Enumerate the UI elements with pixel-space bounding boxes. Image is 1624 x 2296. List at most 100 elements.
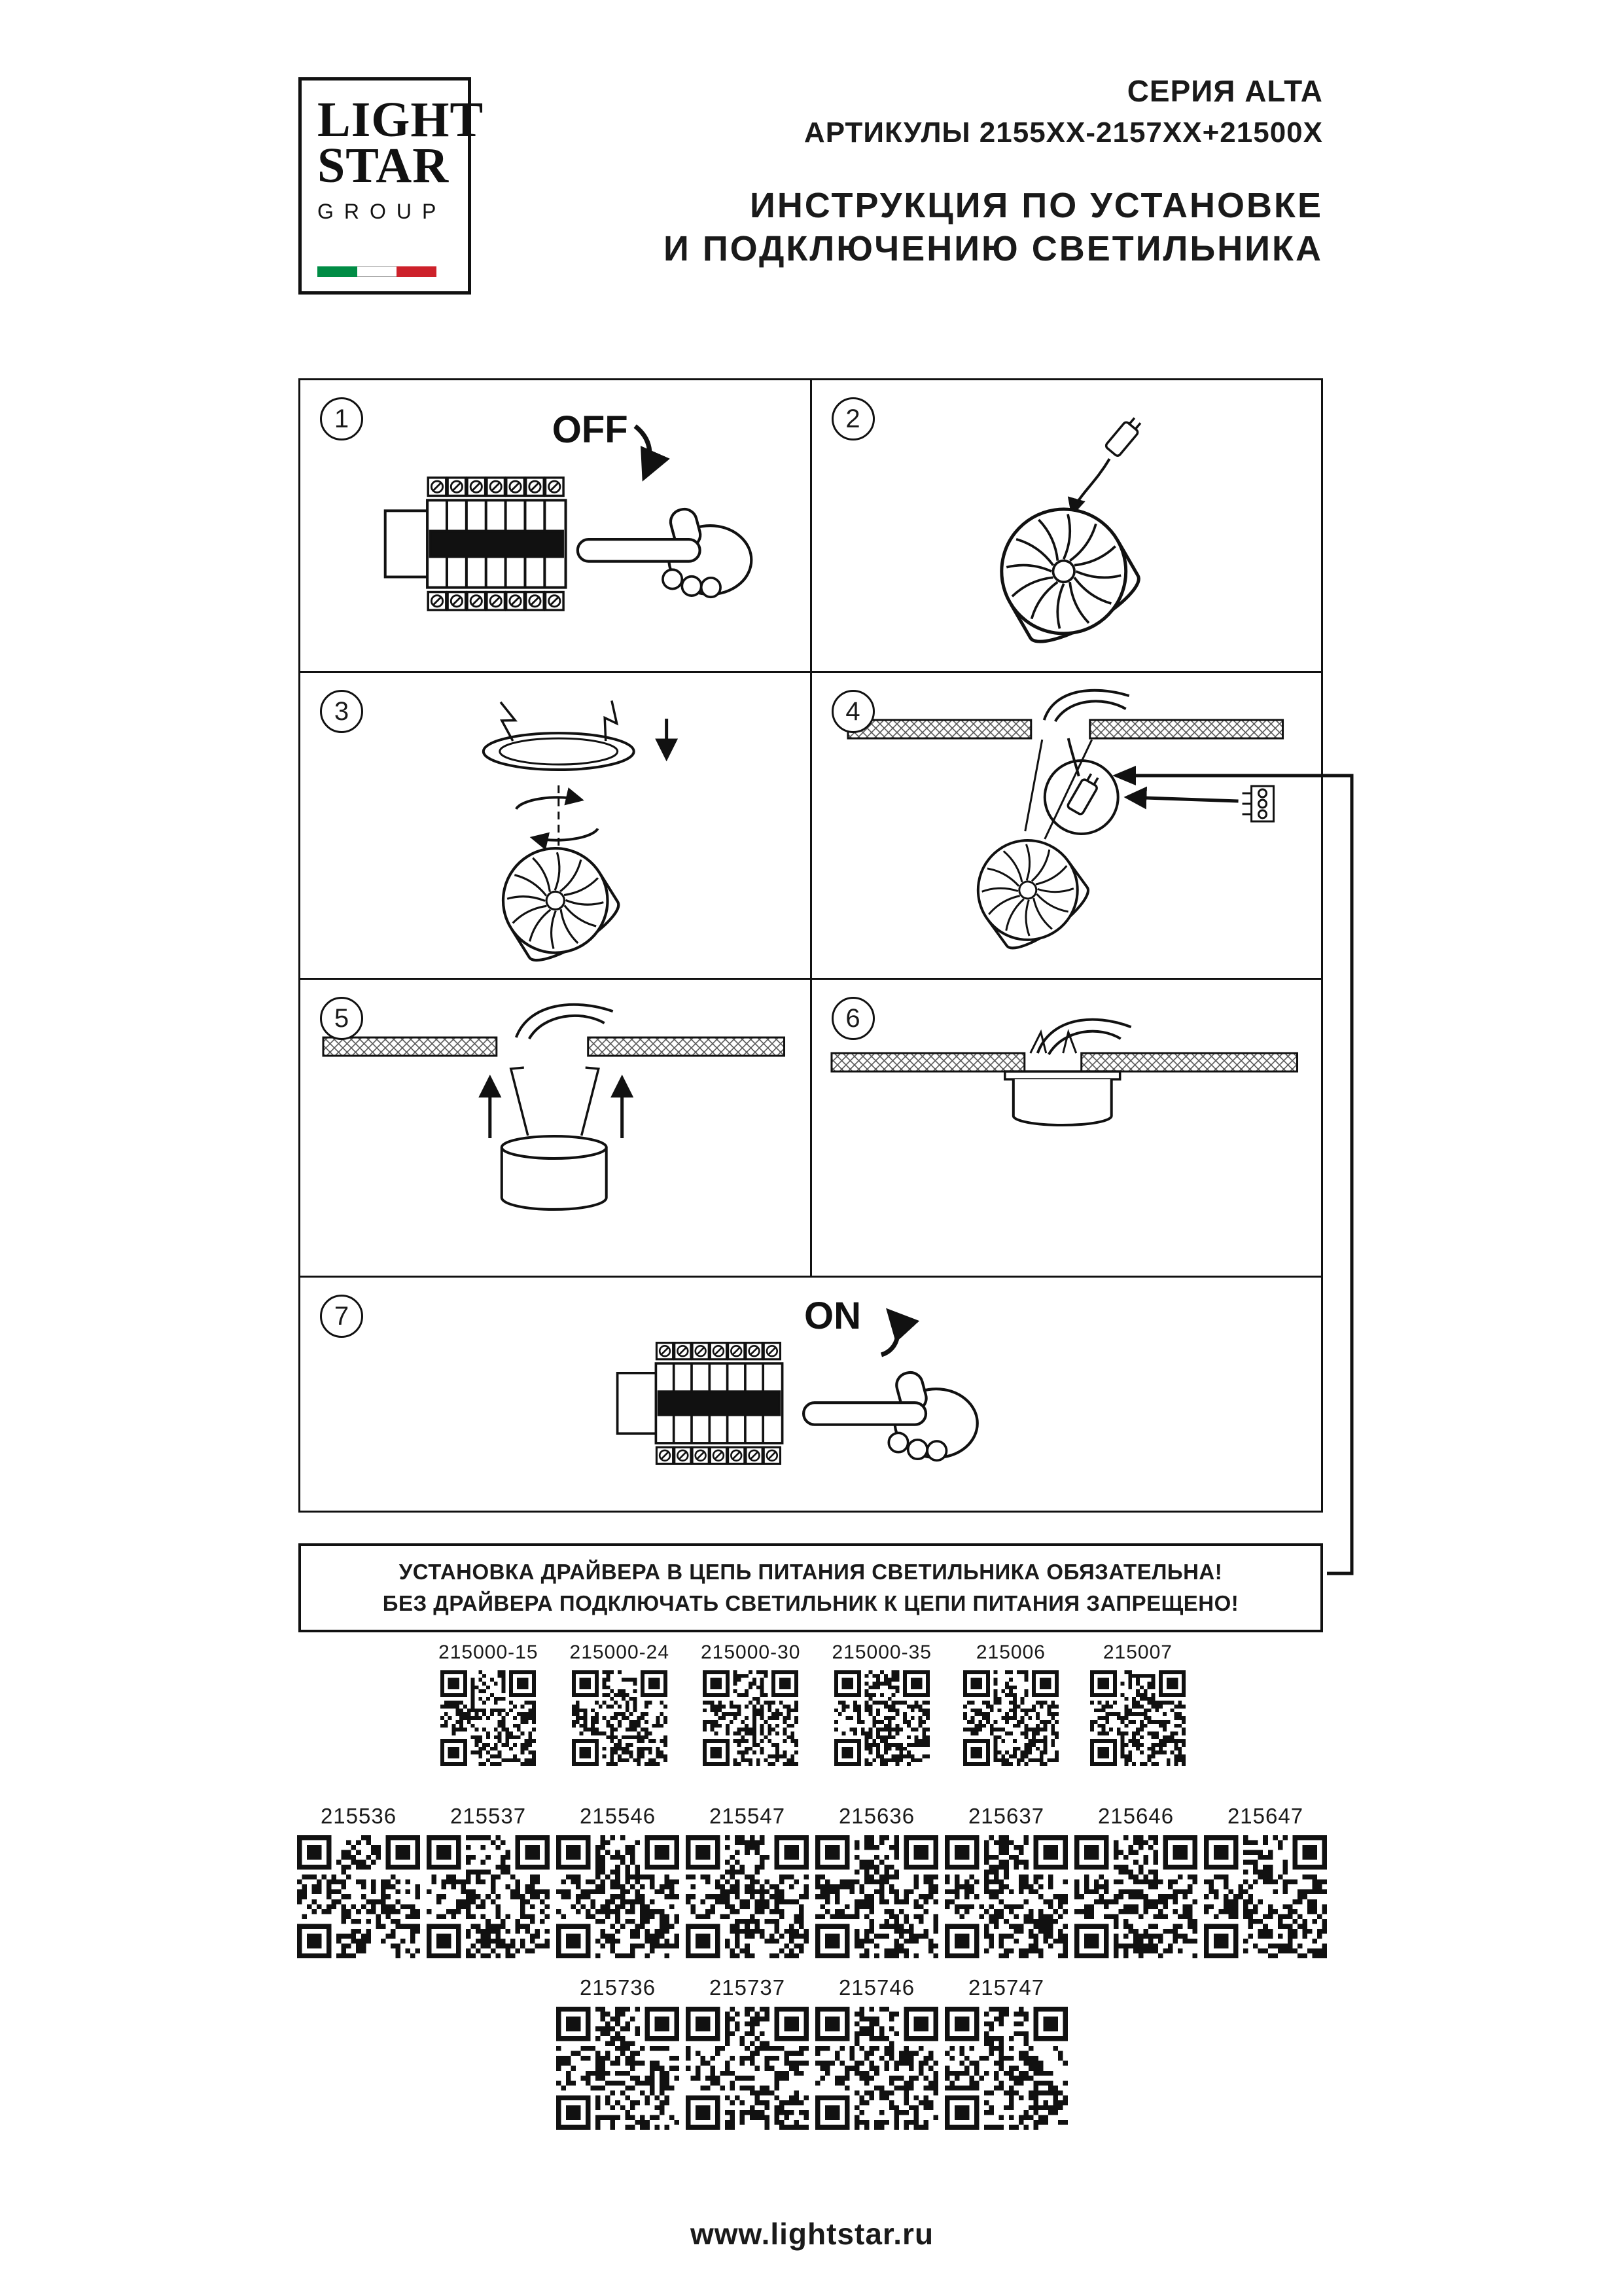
qr-label: 215637 bbox=[968, 1804, 1045, 1828]
qr-code bbox=[815, 1835, 938, 1958]
spring-clip-drawing bbox=[1061, 1029, 1077, 1054]
step-7-illustration: ON bbox=[300, 1295, 1321, 1511]
logo-word-light: LIGHT bbox=[317, 92, 484, 147]
spotlight-drawing bbox=[958, 821, 1097, 960]
qr-label: 215007 bbox=[1103, 1641, 1173, 1663]
qr-item: 215737 bbox=[686, 1975, 809, 2130]
qr-item: 215546 bbox=[556, 1804, 679, 1958]
qr-label: 215736 bbox=[579, 1975, 656, 2000]
circuit-breaker-drawing bbox=[618, 1343, 783, 1464]
off-label: OFF bbox=[552, 409, 628, 451]
qr-label: 215746 bbox=[838, 1975, 915, 2000]
spring-clip-drawing bbox=[1029, 1029, 1047, 1054]
ceiling-drawing bbox=[322, 1036, 498, 1057]
wire-connector-icon bbox=[1065, 770, 1103, 817]
qr-code bbox=[1204, 1835, 1327, 1958]
qr-row-3: 215736 215737 215746 215747 bbox=[0, 1975, 1624, 2130]
qr-item: 215747 bbox=[945, 1975, 1068, 2130]
step-7-number: 7 bbox=[320, 1295, 363, 1338]
spotlight-drawing bbox=[484, 829, 627, 973]
step-1-illustration: OFF bbox=[300, 409, 810, 671]
ceiling-drawing bbox=[846, 719, 1032, 740]
qr-label: 215747 bbox=[968, 1975, 1045, 2000]
qr-label: 215000-15 bbox=[438, 1641, 538, 1663]
qr-label: 215000-30 bbox=[701, 1641, 801, 1663]
warning-line-1: УСТАНОВКА ДРАЙВЕРА В ЦЕПЬ ПИТАНИЯ СВЕТИЛ… bbox=[398, 1560, 1223, 1584]
step-3-panel: 3 bbox=[300, 673, 810, 978]
qr-item: 215536 bbox=[297, 1804, 420, 1958]
logo-word-star: STAR bbox=[317, 137, 450, 193]
rotate-arrow-icon bbox=[515, 787, 584, 810]
qr-item: 215537 bbox=[427, 1804, 550, 1958]
qr-code bbox=[703, 1670, 799, 1766]
spotlight-drawing bbox=[979, 486, 1148, 656]
mounting-ring-drawing bbox=[482, 698, 635, 772]
step-5-number: 5 bbox=[320, 997, 363, 1040]
qr-code bbox=[686, 2007, 809, 2130]
on-label: ON bbox=[804, 1295, 861, 1337]
qr-item: 215006 bbox=[962, 1641, 1059, 1766]
step-3-illustration bbox=[300, 698, 679, 978]
qr-item: 215646 bbox=[1074, 1804, 1197, 1958]
qr-code bbox=[571, 1670, 667, 1766]
step-3-number: 3 bbox=[320, 690, 363, 733]
wire-drawing bbox=[1042, 689, 1129, 721]
spring-clip-drawing bbox=[1023, 739, 1043, 832]
qr-label: 215546 bbox=[579, 1804, 656, 1828]
qr-code bbox=[686, 1835, 809, 1958]
qr-label: 215547 bbox=[709, 1804, 786, 1828]
qr-label: 215737 bbox=[709, 1975, 786, 2000]
qr-item: 215746 bbox=[815, 1975, 938, 2130]
series-title: СЕРИЯ ALTA bbox=[1127, 74, 1323, 108]
header-text-block: СЕРИЯ ALTA АРТИКУЛЫ 2155XX-2157XX+21500X… bbox=[663, 73, 1323, 271]
step-2-illustration bbox=[812, 414, 1322, 671]
step-7-panel: 7 ON bbox=[300, 1278, 1321, 1511]
ceiling-drawing bbox=[830, 1052, 1025, 1073]
italian-flag-icon bbox=[317, 266, 437, 277]
pointing-hand-icon bbox=[578, 507, 751, 597]
instruction-line-2: И ПОДКЛЮЧЕНИЮ СВЕТИЛЬНИКА bbox=[663, 228, 1323, 268]
ceiling-drawing bbox=[587, 1036, 786, 1057]
wire-drawing bbox=[514, 1003, 614, 1038]
wire-drawing bbox=[1067, 458, 1110, 517]
pointing-hand-icon bbox=[803, 1370, 978, 1461]
articles-line: АРТИКУЛЫ 2155XX-2157XX+21500X bbox=[803, 117, 1323, 149]
qr-code bbox=[297, 1835, 420, 1958]
qr-item: 215007 bbox=[1089, 1641, 1186, 1766]
qr-row-1: 215000-15 215000-24 215000-30 215000-35 … bbox=[0, 1641, 1624, 1766]
logo-group-text: GROUP bbox=[317, 199, 447, 223]
step-1-panel: 1 OFF bbox=[300, 380, 810, 671]
qr-code bbox=[945, 2007, 1068, 2130]
spring-clip-drawing bbox=[509, 1066, 529, 1136]
qr-code bbox=[556, 2007, 679, 2130]
lightstar-logo: LIGHT STAR GROUP bbox=[298, 77, 484, 295]
step-6-illustration bbox=[830, 1018, 1298, 1126]
qr-label: 215636 bbox=[838, 1804, 915, 1828]
qr-item: 215647 bbox=[1204, 1804, 1327, 1958]
qr-label: 215646 bbox=[1097, 1804, 1174, 1828]
qr-item: 215736 bbox=[556, 1975, 679, 2130]
terminal-block-icon bbox=[1241, 785, 1275, 823]
wire-drawing bbox=[1067, 738, 1080, 777]
qr-code bbox=[834, 1670, 930, 1766]
step-5-illustration bbox=[322, 1003, 786, 1211]
switch-on-arrow-icon bbox=[880, 1308, 920, 1357]
qr-label: 215536 bbox=[320, 1804, 397, 1828]
rotate-arrow-icon bbox=[529, 827, 599, 850]
qr-code bbox=[556, 1835, 679, 1958]
circuit-breaker-drawing bbox=[385, 478, 566, 610]
qr-row-2: 215536 215537 215546 215547 215636 21563… bbox=[0, 1804, 1624, 1958]
spring-clip-drawing bbox=[580, 1066, 600, 1136]
qr-label: 215537 bbox=[450, 1804, 527, 1828]
warning-line-2: БЕЗ ДРАЙВЕРА ПОДКЛЮЧАТЬ СВЕТИЛЬНИК К ЦЕП… bbox=[382, 1590, 1239, 1615]
qr-code bbox=[962, 1670, 1059, 1766]
step-4-number: 4 bbox=[831, 690, 875, 733]
qr-label: 215000-35 bbox=[832, 1641, 932, 1663]
step-4-illustration bbox=[846, 689, 1284, 978]
instruction-title: ИНСТРУКЦИЯ ПО УСТАНОВКЕ И ПОДКЛЮЧЕНИЮ СВ… bbox=[663, 185, 1323, 271]
ceiling-drawing bbox=[1080, 1052, 1298, 1073]
wire-drawing bbox=[528, 1014, 605, 1040]
qr-label: 215006 bbox=[976, 1641, 1046, 1663]
qr-code bbox=[945, 1835, 1068, 1958]
